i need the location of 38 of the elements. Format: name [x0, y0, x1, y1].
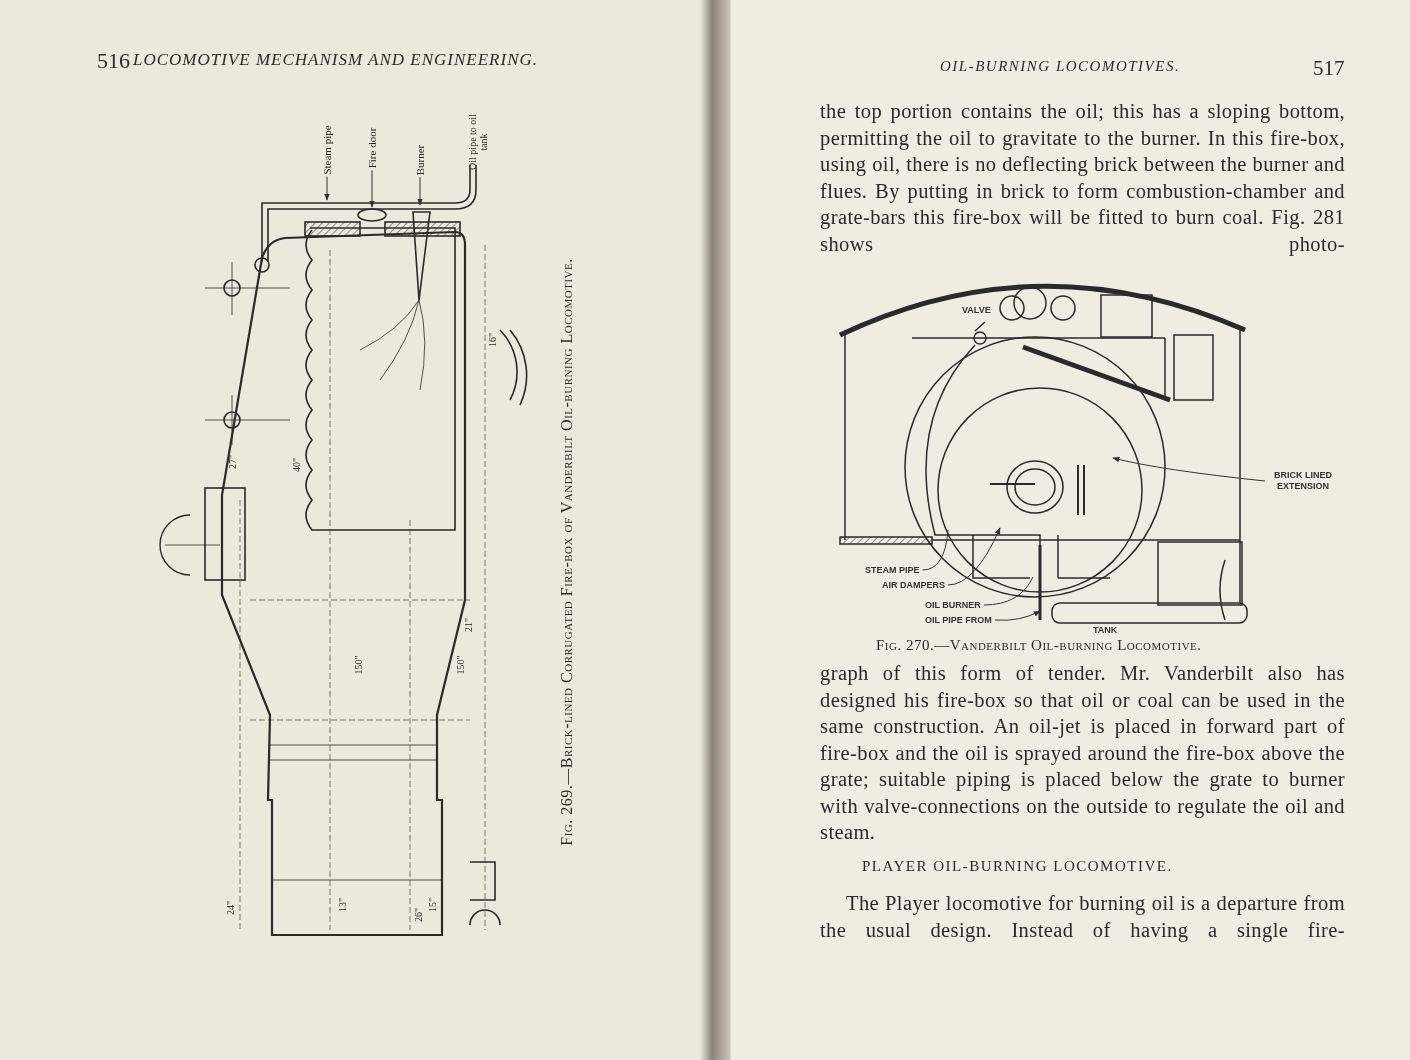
- part-label: TANK: [1093, 625, 1118, 635]
- part-label: OIL BURNER: [925, 600, 981, 610]
- running-head: OIL-BURNING LOCOMOTIVES.: [940, 58, 1181, 75]
- running-head: LOCOMOTIVE MECHANISM AND ENGINEERING.: [133, 50, 538, 70]
- part-label: STEAM PIPE: [865, 565, 920, 575]
- dimension-text: 13": [336, 897, 348, 913]
- dimension-text: 26": [412, 907, 424, 923]
- leader-line: [369, 169, 375, 208]
- part-label: Burner: [414, 144, 426, 176]
- leader-line: [1112, 456, 1266, 482]
- leader-line: [994, 610, 1041, 621]
- section-heading: PLAYER OIL-BURNING LOCOMOTIVE.: [862, 858, 1173, 875]
- part-label: Steam pipe: [321, 125, 333, 175]
- leader-line: [417, 176, 423, 206]
- page-number: 517: [1313, 56, 1345, 81]
- part-label: OIL PIPE FROM: [925, 615, 992, 625]
- leader-line: [983, 576, 1034, 606]
- body-paragraph: the top portion contains the oil; this has a sloping bottom, permitting the oil to gravitate to the burner. In this fire-box, using oil, there is no deflecting brick between the burner and flues. By putting in brick to form combustion-chamber and grate-bars this fire-box will be fitted to burn coal. Fig. 281 shows photo-: [820, 99, 1345, 257]
- part-label: AIR DAMPERS: [882, 580, 945, 590]
- dimension-text: 15": [426, 897, 438, 913]
- figure-caption: Fig. 269.—Brick-lined Corrugated Fire-box of Vanderbilt Oil-burning Locomotive.: [558, 258, 576, 846]
- part-label: BRICK LINED EXTENSION: [1268, 470, 1338, 492]
- dimension-text: 16": [486, 332, 498, 348]
- body-paragraph: graph of this form of tender. Mr. Vanderbilt also has designed his fire-box so that oil or coal can be used in the same construction. An oil-jet is placed in forward part of fire-box and the oil is sprayed around the fire-box above the grate; suitable piping is placed below the grate to burner with valve-connections on the outside to regulate the oil and steam.: [820, 661, 1345, 845]
- part-label: Fire door: [366, 127, 378, 169]
- dimension-text: 40": [290, 457, 302, 473]
- dimension-text: 24": [224, 900, 236, 916]
- dimension-text: 150": [454, 655, 466, 675]
- part-label: VALVE: [962, 305, 991, 315]
- leader-line: [947, 527, 1001, 586]
- figure-caption: Fig. 270.—Vanderbilt Oil-burning Locomotive.: [876, 637, 1202, 654]
- leader-line: [324, 176, 330, 201]
- dimension-text: 27": [226, 454, 238, 470]
- leader-line: [922, 529, 949, 571]
- dimension-text: 150": [352, 655, 364, 675]
- body-paragraph: The Player locomotive for burning oil is a departure from the usual design. Instead of having a single fire-: [820, 891, 1345, 943]
- page-number: 516: [97, 48, 130, 74]
- dimension-text: 21": [462, 617, 474, 633]
